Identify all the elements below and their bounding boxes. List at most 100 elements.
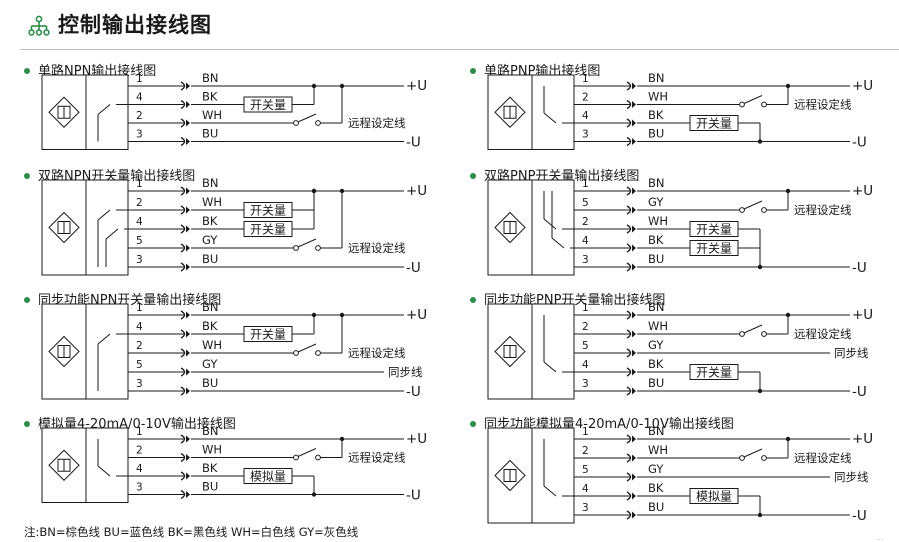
internal-switch (543, 361, 557, 373)
plus-terminal: +U (406, 307, 427, 323)
bullet-icon (470, 67, 476, 74)
remote-setting-label: 远程设定线 (794, 327, 852, 341)
connector-icon (180, 224, 190, 234)
plus-terminal: +U (852, 431, 873, 447)
switch-output-box: 开关量 (689, 221, 739, 237)
pin-number: 2 (136, 197, 143, 209)
pin-number: 5 (582, 464, 589, 476)
connector-icon (180, 348, 190, 358)
remote-setting-label: 远程设定线 (348, 241, 406, 255)
connector-icon (626, 262, 636, 272)
switch-icon (293, 113, 321, 126)
internal-switch (543, 485, 557, 497)
switch-icon (739, 448, 767, 461)
pin-number: 2 (582, 216, 589, 228)
remote-setting-label: 远程设定线 (794, 203, 852, 217)
pin-number: 3 (582, 254, 589, 266)
connector-icon (626, 472, 636, 482)
plus-terminal: +U (406, 183, 427, 199)
connector-icon (180, 489, 190, 500)
pin-number: 1 (582, 302, 589, 314)
wire-color-label: WH (648, 319, 668, 333)
pin-number: 3 (582, 502, 589, 514)
proximity-sensor-icon (48, 335, 80, 368)
proximity-sensor-icon (48, 449, 80, 481)
minus-terminal: -U (852, 508, 867, 524)
junction-dot (339, 436, 345, 442)
wire-color-label: BN (202, 176, 219, 190)
sensor-housing (487, 427, 575, 524)
proximity-sensor-icon (494, 335, 526, 368)
connector-icon (626, 510, 636, 520)
wire-color-label: WH (648, 443, 668, 457)
internal-switch (97, 209, 111, 221)
sync-line-label: 同步线 (388, 365, 423, 379)
pin-number: 3 (582, 129, 589, 141)
proximity-sensor-icon (48, 96, 80, 128)
wire-color-label: BK (648, 481, 664, 495)
minus-terminal: -U (852, 260, 867, 276)
minus-terminal: -U (406, 384, 421, 400)
sensor-housing (487, 74, 575, 150)
wire-color-label: BU (202, 376, 218, 390)
pin-number: 2 (582, 321, 589, 333)
pin-number: 2 (136, 445, 143, 457)
switch-icon (739, 95, 767, 108)
proximity-sensor-icon (494, 211, 526, 244)
pin-number: 1 (582, 73, 589, 85)
pin-number: 4 (582, 235, 589, 247)
connector-icon (180, 186, 190, 196)
connector-icon (626, 99, 636, 110)
pin-number: 2 (136, 340, 143, 352)
junction-dot (785, 188, 791, 194)
junction-dot (339, 83, 345, 89)
pin-number: 3 (136, 129, 143, 141)
sensor-housing (41, 74, 129, 150)
bullet-icon (24, 420, 30, 427)
junction-dot (339, 312, 345, 318)
switch-output-box: 开关量 (243, 202, 293, 218)
wire-color-label: BK (202, 90, 218, 104)
pin-number: 3 (136, 482, 143, 494)
pin-number: 4 (136, 216, 143, 228)
connector-icon (180, 367, 190, 377)
internal-switch (105, 228, 119, 240)
connector-icon (180, 81, 190, 91)
switch-icon (739, 324, 767, 337)
connector-icon (180, 329, 190, 339)
pin-number: 1 (582, 426, 589, 438)
minus-terminal: -U (406, 135, 421, 151)
connector-icon (626, 186, 636, 196)
remote-setting-label: 远程设定线 (794, 98, 852, 112)
wire-color-label: BK (648, 108, 664, 122)
plus-terminal: +U (406, 431, 427, 447)
connector-icon (626, 118, 636, 128)
connector-icon (626, 310, 636, 320)
connector-icon (626, 367, 636, 377)
switch-output-box: 开关量 (689, 240, 739, 256)
connector-icon (180, 243, 190, 253)
pin-number: 4 (582, 483, 589, 495)
wire-bn: 1 BN +U (574, 424, 873, 447)
bullet-icon (470, 420, 476, 427)
internal-switch (97, 465, 111, 477)
wire-color-label: BN (648, 424, 665, 438)
switch-icon (739, 200, 767, 213)
wire-color-label: BN (202, 71, 219, 85)
